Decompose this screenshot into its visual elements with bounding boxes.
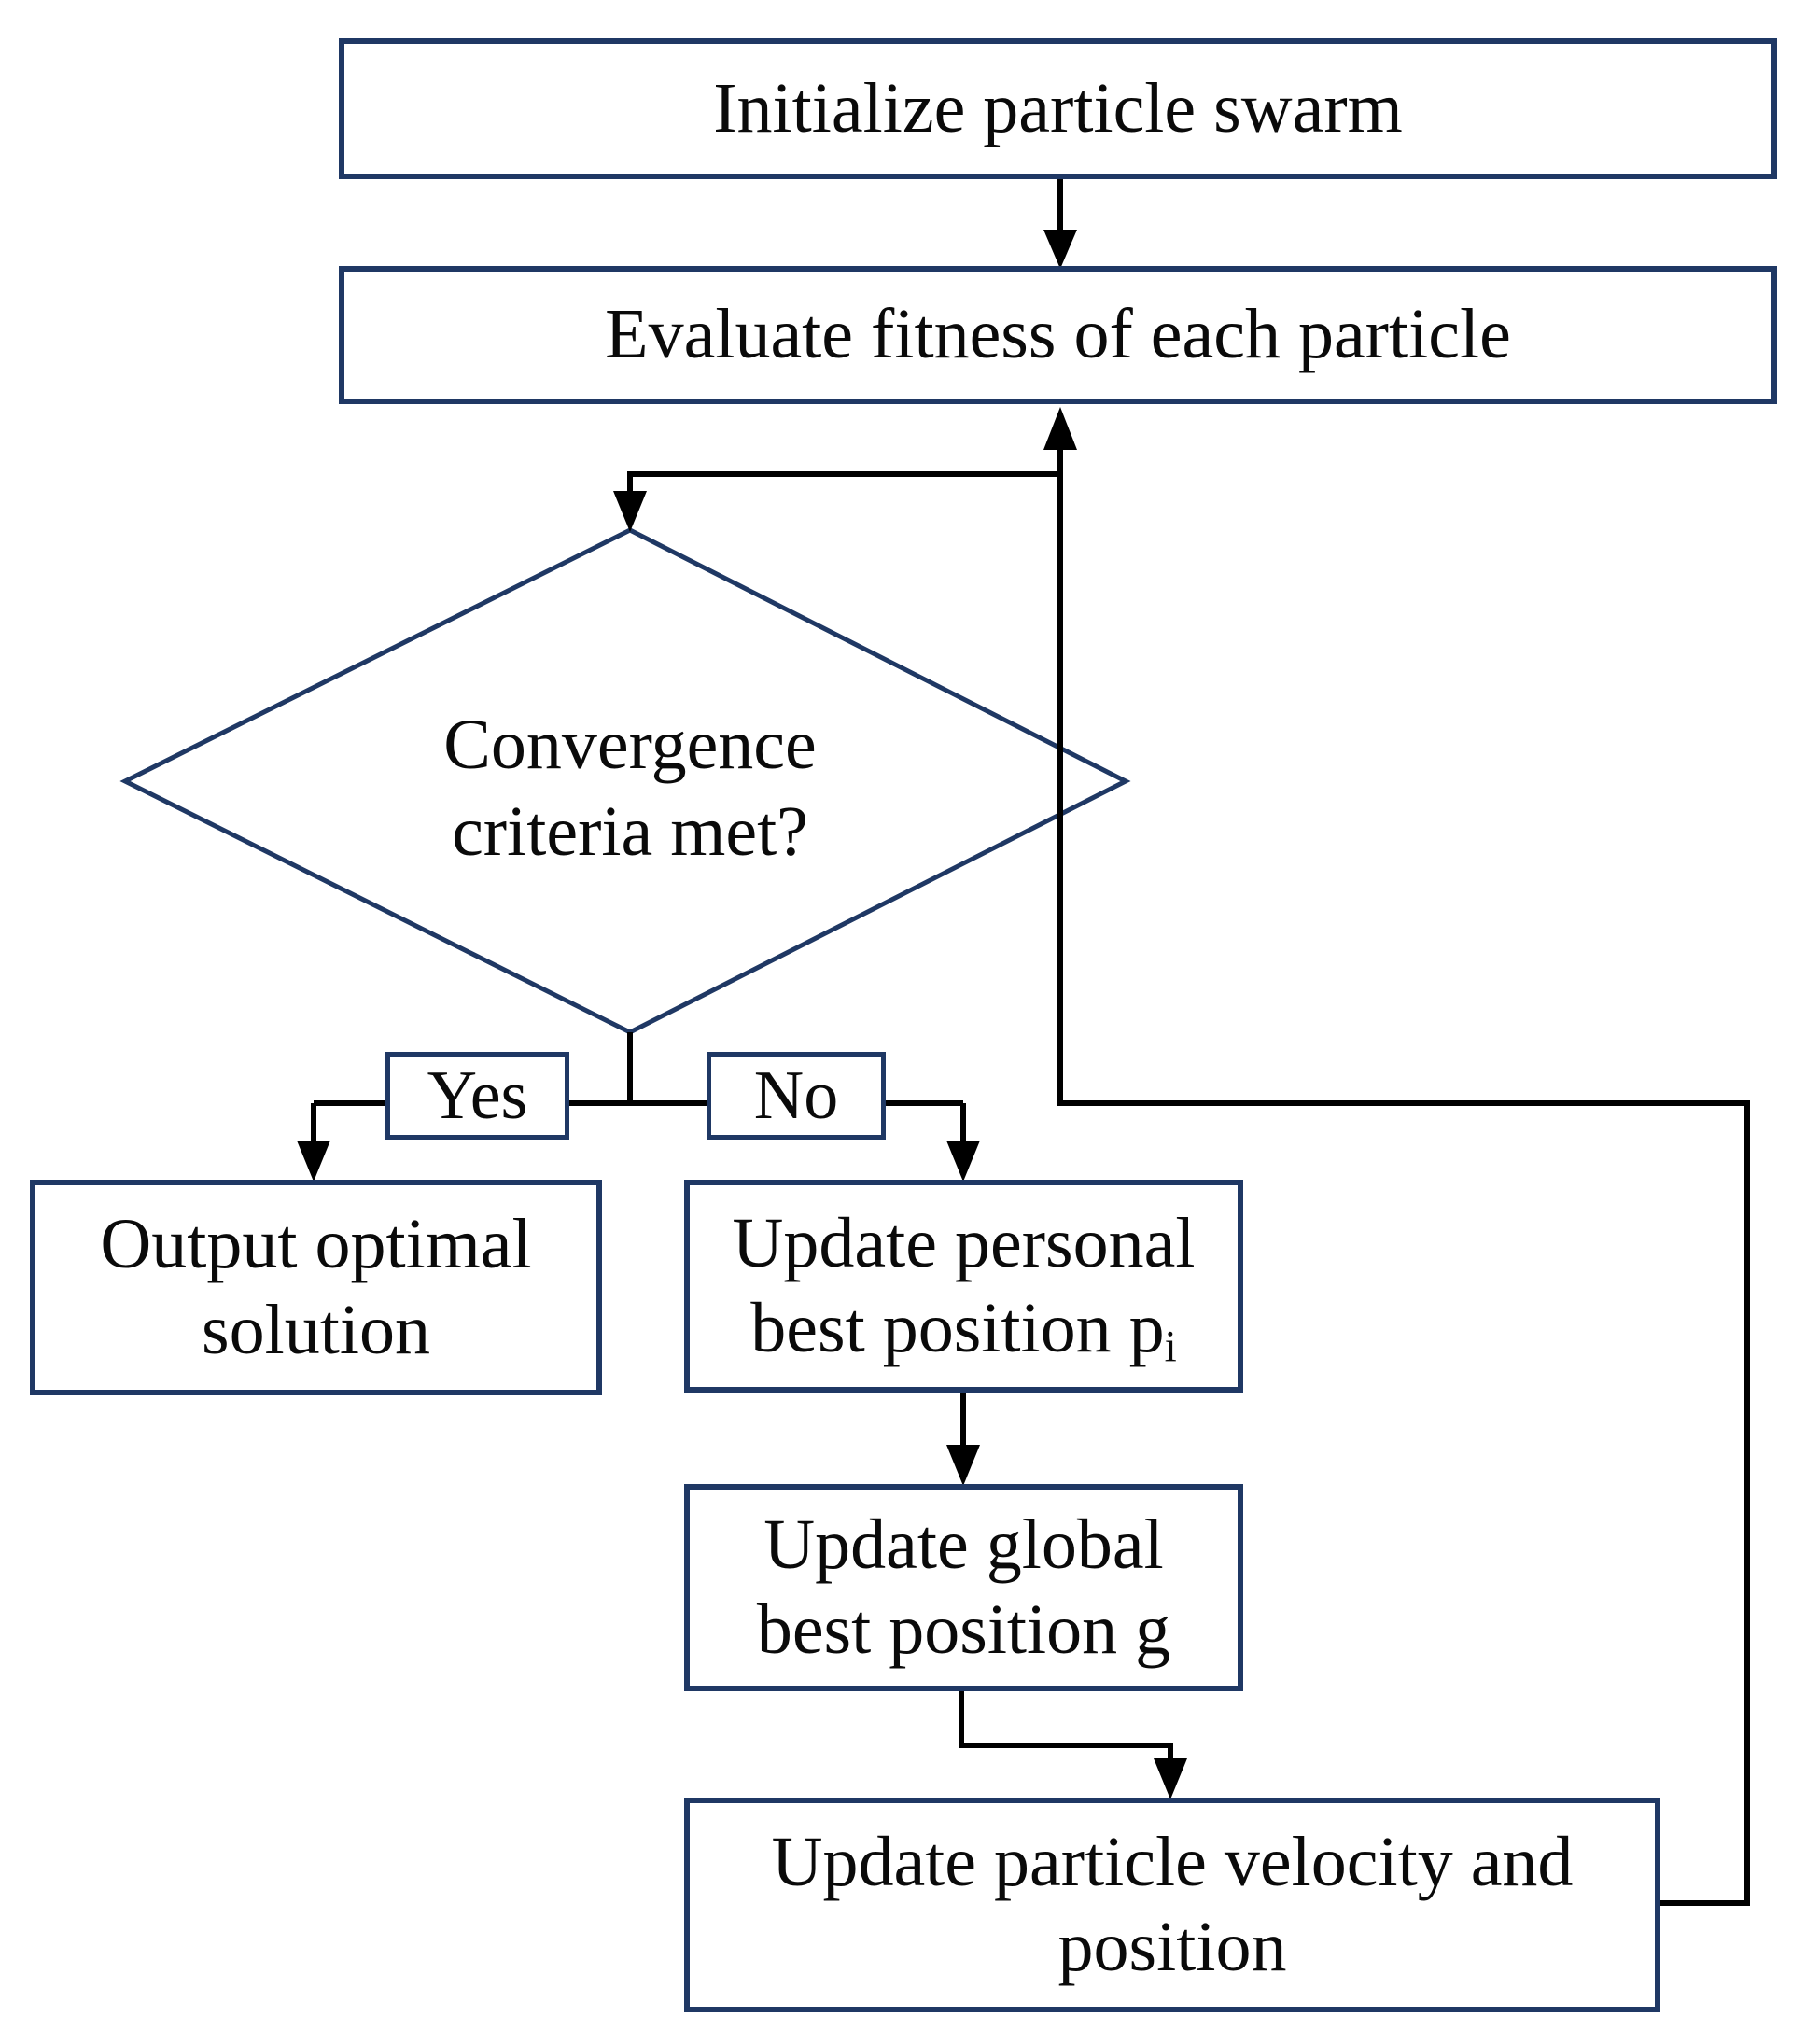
decision-line2: criteria met? (452, 791, 808, 871)
node-personal-line1: Update personal (732, 1203, 1196, 1282)
arrow-eval-to-decision (627, 471, 1060, 491)
node-output-line1: Output optimal (100, 1205, 532, 1284)
arrowhead-into-output (297, 1141, 330, 1182)
node-velocity-line2: position (1057, 1908, 1287, 1986)
arrowhead-into-personal (946, 1141, 980, 1182)
no-label-box: No (707, 1052, 886, 1140)
arrowhead-into-velocity (1154, 1758, 1187, 1799)
node-initialize-swarm: Initialize particle swarm (339, 38, 1777, 179)
node-update-global-best: Update global best position g (684, 1484, 1243, 1691)
node-personal-line2: best position pi (750, 1289, 1177, 1372)
node-evaluate-fitness: Evaluate fitness of each particle (339, 266, 1777, 404)
arrowhead-into-decision (613, 491, 647, 532)
node-initialize-swarm-label: Initialize particle swarm (713, 68, 1403, 147)
yes-label: Yes (427, 1057, 528, 1134)
arrowhead-into-global (946, 1445, 980, 1486)
arrowhead-loop-into-eval (1043, 407, 1077, 450)
yes-label-box: Yes (385, 1052, 569, 1140)
node-output-solution: Output optimal solution (30, 1180, 602, 1395)
node-global-line2: best position g (756, 1590, 1171, 1669)
personal-best-subscript: i (1164, 1323, 1177, 1372)
loop-return-line (1057, 450, 1750, 1906)
node-global-line1: Update global (763, 1505, 1164, 1584)
no-label: No (753, 1057, 839, 1134)
node-update-velocity-position: Update particle velocity and position (684, 1798, 1660, 2012)
decision-line1: Convergence (443, 706, 817, 784)
arrowhead-init-to-eval (1043, 230, 1077, 269)
decision-diamond-label: Convergence criteria met? (257, 702, 1003, 875)
arrow-global-to-velocity (959, 1691, 1173, 1758)
node-velocity-line1: Update particle velocity and (771, 1822, 1574, 1901)
node-update-personal-best: Update personal best position pi (684, 1180, 1243, 1393)
node-evaluate-fitness-label: Evaluate fitness of each particle (605, 295, 1511, 374)
node-output-line2: solution (202, 1290, 430, 1369)
